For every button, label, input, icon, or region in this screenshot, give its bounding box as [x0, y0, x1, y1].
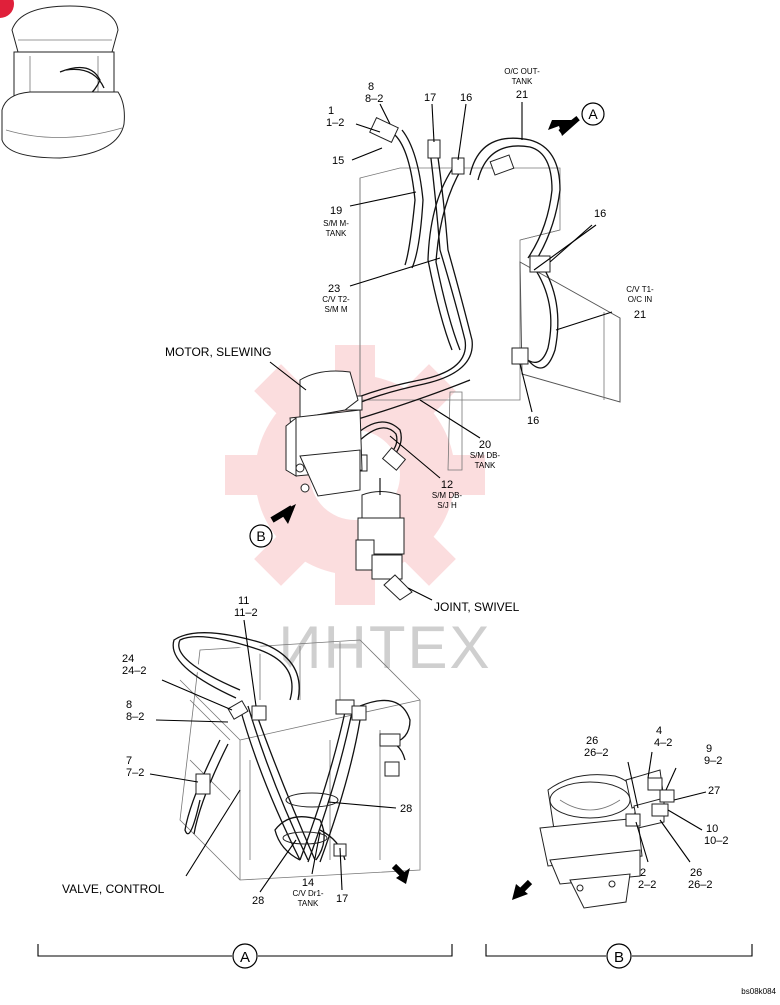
label-sm-db-1: S/M DB- — [470, 451, 501, 460]
label-4-2: 4–2 — [654, 737, 672, 749]
label-oc-out-2: TANK — [512, 77, 533, 86]
label-8-2: 8–2 — [365, 93, 383, 105]
control-valve-labels: 11 11–2 24 24–2 8 8–2 7 7–2 28 VALVE, CO… — [62, 595, 412, 908]
label-1: 1 — [328, 105, 334, 117]
view-a-marker: A — [588, 106, 598, 122]
label-sm-db-2: TANK — [475, 461, 496, 470]
label-14: 14 — [302, 877, 314, 889]
label-21-top: 21 — [516, 89, 528, 101]
view-b-motor — [539, 769, 675, 909]
control-valve-leaders — [149, 619, 397, 893]
label-joint-swivel: JOINT, SWIVEL — [434, 600, 520, 614]
label-17-cv: 17 — [336, 893, 348, 905]
label-16-right: 16 — [594, 208, 606, 220]
label-cv-t1-2: O/C IN — [628, 295, 653, 304]
label-4: 4 — [656, 725, 662, 737]
label-26-2-bottom: 26–2 — [688, 879, 712, 891]
view-b-marker: B — [256, 528, 265, 544]
label-sm-db-j-1: S/M DB- — [432, 491, 463, 500]
label-7-2: 7–2 — [126, 767, 144, 779]
label-cv-dr1-2: TANK — [298, 899, 319, 908]
control-valve-direction-arrow-icon — [391, 863, 410, 884]
view-a-arrow-icon: A — [548, 102, 605, 136]
section-bracket-a: A — [37, 943, 453, 969]
label-9: 9 — [706, 743, 712, 755]
label-10-2: 10–2 — [704, 835, 728, 847]
label-8: 8 — [368, 81, 374, 93]
view-a-labels: 8 8–2 1 1–2 15 17 16 O/C OUT- TANK 21 16… — [165, 67, 654, 614]
label-10: 10 — [706, 823, 718, 835]
section-marker-b: B — [614, 949, 624, 966]
label-15: 15 — [332, 155, 344, 167]
view-a-leaders — [269, 102, 613, 601]
label-cv-dr1-1: C/V Dr1- — [292, 889, 323, 898]
label-motor-slewing: MOTOR, SLEWING — [165, 345, 271, 359]
view-b-leaders — [627, 751, 707, 863]
label-17: 17 — [424, 92, 436, 104]
control-valve-assembly — [172, 632, 421, 881]
label-11-2: 11–2 — [234, 607, 258, 619]
label-sm-m-1: S/M M- — [323, 219, 349, 228]
view-b-direction-arrow-icon — [512, 879, 533, 900]
label-28-right: 28 — [400, 803, 412, 815]
section-bracket-b: B — [485, 943, 753, 969]
excavator-thumbnail-icon — [1, 5, 125, 159]
label-12: 12 — [441, 479, 453, 491]
label-24: 24 — [122, 653, 134, 665]
label-sm-m-2: TANK — [326, 229, 347, 238]
label-23: 23 — [328, 283, 340, 295]
view-b-labels: 4 4–2 26 26–2 9 9–2 27 10 10–2 2 2–2 26 … — [584, 725, 728, 891]
label-2-2: 2–2 — [638, 879, 656, 891]
label-27: 27 — [708, 785, 720, 797]
label-oc-out-1: O/C OUT- — [504, 67, 540, 76]
label-9-2: 9–2 — [704, 755, 722, 767]
label-7: 7 — [126, 755, 132, 767]
label-19: 19 — [330, 205, 342, 217]
label-28-bottom: 28 — [252, 895, 264, 907]
label-21-right: 21 — [634, 309, 646, 321]
label-26-2-top: 26–2 — [584, 747, 608, 759]
view-b-arrow-icon: B — [249, 504, 296, 548]
corner-badge-icon — [0, 0, 14, 18]
label-valve-control: VALVE, CONTROL — [62, 882, 165, 896]
label-cv-t2-1: C/V T2- — [322, 295, 350, 304]
view-a-assembly — [285, 117, 621, 601]
label-16-top: 16 — [460, 92, 472, 104]
figure-code: bs08k084 — [741, 987, 776, 996]
section-marker-a: A — [240, 949, 250, 966]
label-8-cv: 8 — [126, 699, 132, 711]
label-26-top: 26 — [586, 735, 598, 747]
label-2: 2 — [640, 867, 646, 879]
label-16-lower: 16 — [527, 415, 539, 427]
label-20: 20 — [479, 439, 491, 451]
label-26-bottom: 26 — [690, 867, 702, 879]
label-8-2-cv: 8–2 — [126, 711, 144, 723]
watermark-text: ИНТЕХ — [278, 614, 491, 681]
label-cv-t2-2: S/M M — [324, 305, 347, 314]
label-sm-db-j-2: S/J H — [437, 501, 457, 510]
label-1-2: 1–2 — [326, 117, 344, 129]
label-cv-t1-1: C/V T1- — [626, 285, 654, 294]
label-11: 11 — [238, 595, 249, 607]
label-24-2: 24–2 — [122, 665, 146, 677]
